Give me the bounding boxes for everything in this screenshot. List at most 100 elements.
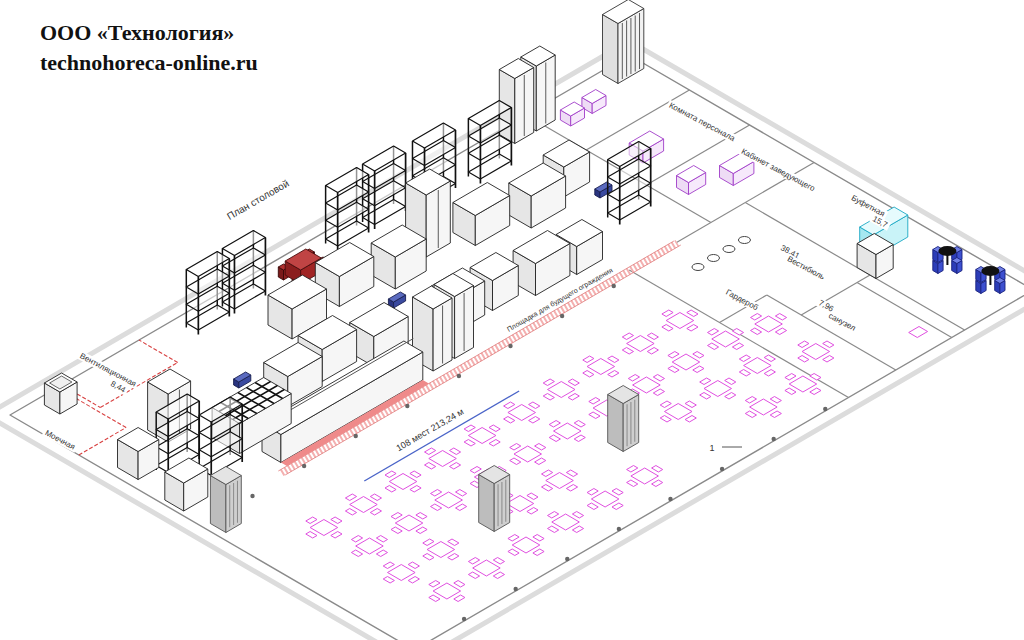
column xyxy=(462,617,466,621)
chair xyxy=(700,378,711,385)
equipment-item xyxy=(608,142,651,225)
equipment-item xyxy=(509,163,566,228)
chair xyxy=(732,343,743,350)
equipment-item xyxy=(326,168,369,251)
chair xyxy=(527,508,538,515)
trolley-rack-side xyxy=(479,475,495,532)
kitchen-unit-top xyxy=(513,231,570,264)
chair xyxy=(345,494,356,501)
chair xyxy=(751,328,762,335)
floor-layer xyxy=(0,41,1024,640)
room-label: 108 мест 213,24 м xyxy=(393,406,467,455)
table-group xyxy=(739,355,775,376)
shelf-post xyxy=(325,186,327,244)
table xyxy=(666,313,694,329)
table xyxy=(552,514,580,530)
equipment-item xyxy=(513,231,570,296)
wall xyxy=(801,275,870,315)
equipment-item xyxy=(582,90,606,114)
kitchen-unit-top xyxy=(165,458,208,483)
chair xyxy=(764,370,775,377)
table-group xyxy=(627,466,663,487)
table xyxy=(627,336,655,352)
column xyxy=(508,344,512,348)
trolley-rack-top xyxy=(479,466,510,484)
chair xyxy=(408,577,419,584)
chair xyxy=(448,554,459,561)
room-label: 7,96 xyxy=(815,297,837,314)
wall xyxy=(629,270,848,398)
shelf-post xyxy=(650,149,652,207)
chair xyxy=(548,512,559,519)
kitchen-unit-top xyxy=(118,428,159,452)
chair xyxy=(823,356,834,363)
chair xyxy=(627,480,638,487)
room-label: 1 xyxy=(707,443,716,453)
chair xyxy=(574,421,585,428)
chair xyxy=(572,512,583,519)
locker-block-top xyxy=(603,0,644,24)
chair xyxy=(739,370,750,377)
column xyxy=(457,374,461,378)
label-holder: Моечная xyxy=(42,427,79,452)
chair xyxy=(370,509,381,516)
chair xyxy=(572,526,583,533)
chair xyxy=(687,325,698,332)
kitchen-unit-top xyxy=(406,169,451,195)
chair xyxy=(693,352,704,359)
table xyxy=(665,404,693,420)
table-group xyxy=(425,448,461,469)
wardrobe-hanger xyxy=(738,237,750,244)
chair xyxy=(548,526,559,533)
section-mark xyxy=(722,447,742,448)
chair xyxy=(508,535,519,542)
chair xyxy=(468,558,479,565)
chair xyxy=(527,493,538,500)
chair xyxy=(668,352,679,359)
chair xyxy=(464,425,475,432)
chair xyxy=(429,595,440,602)
chair xyxy=(660,401,671,408)
trolley-rack-top xyxy=(210,467,241,485)
room-label: Комната персонала xyxy=(666,100,738,144)
shelf-post xyxy=(468,119,470,177)
chair xyxy=(450,463,461,470)
chair xyxy=(622,333,633,340)
kitchen-unit-top xyxy=(148,369,191,394)
label-holder: План столовой xyxy=(223,177,292,224)
chair xyxy=(376,550,387,557)
equipment-item xyxy=(165,458,208,511)
trolley-rack-front xyxy=(494,475,510,532)
table-group xyxy=(508,535,544,556)
chair xyxy=(587,489,598,496)
table-group xyxy=(708,329,744,350)
chair xyxy=(331,517,342,524)
chair xyxy=(647,348,658,355)
equipment-item xyxy=(499,59,533,144)
shelf-post xyxy=(455,130,457,188)
chair xyxy=(385,471,396,478)
chair xyxy=(775,314,786,321)
equipment-item xyxy=(210,467,241,533)
chair xyxy=(416,513,427,520)
table-group xyxy=(668,352,704,373)
chair xyxy=(385,486,396,493)
table-group xyxy=(542,470,578,491)
label-holder: 15,7 xyxy=(869,213,891,230)
table xyxy=(473,560,501,576)
table-group xyxy=(660,401,696,422)
table-group xyxy=(431,490,467,511)
chair xyxy=(589,398,600,405)
chair xyxy=(468,572,479,579)
chair xyxy=(454,581,465,588)
kitchen-unit-top xyxy=(543,140,589,167)
label-holder: Кабинет заведующего xyxy=(738,146,818,194)
divider-edge xyxy=(285,245,681,475)
chair xyxy=(423,539,434,546)
table xyxy=(395,515,423,531)
chair xyxy=(351,550,362,557)
table-group xyxy=(504,402,540,423)
table-group xyxy=(798,341,834,362)
